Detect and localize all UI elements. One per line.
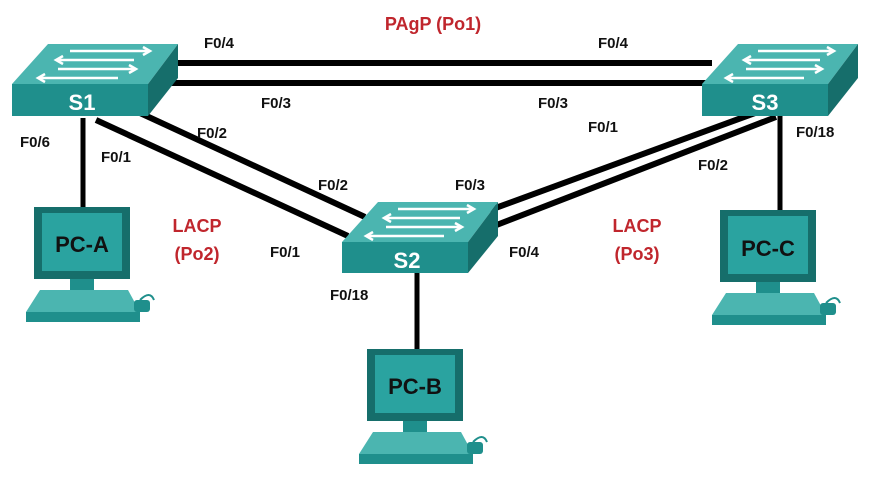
pc-c[interactable]: PC-C — [712, 210, 841, 325]
lacp-po2-label-line2: (Po2) — [175, 244, 220, 264]
pc-icon — [712, 210, 841, 325]
switch-icon — [342, 202, 498, 273]
port-label-s3-f03: F0/3 — [538, 95, 568, 112]
port-label-s2-f01: F0/1 — [270, 244, 300, 261]
link-s3-s2-f01 — [488, 110, 757, 213]
port-label-s2-f02: F0/2 — [318, 177, 348, 194]
pc-name: PC-A — [55, 232, 109, 257]
port-labels: F0/4 F0/3 F0/2 F0/1 F0/6 F0/4 F0/3 F0/1 … — [20, 35, 834, 304]
pc-a[interactable]: PC-A — [26, 207, 155, 322]
links — [80, 60, 783, 354]
switch-name: S2 — [394, 248, 421, 273]
port-label-s2-f04: F0/4 — [509, 244, 540, 261]
switch-icon — [12, 44, 178, 116]
switch-name: S3 — [752, 90, 779, 115]
switch-name: S1 — [69, 90, 96, 115]
pc-name: PC-C — [741, 236, 795, 261]
lacp-po2-label-line1: LACP — [173, 216, 222, 236]
group-labels: PAgP (Po1) LACP (Po2) LACP (Po3) — [173, 14, 662, 264]
switch-s1[interactable]: S1 — [12, 44, 178, 116]
port-label-s2-f03: F0/3 — [455, 177, 485, 194]
pc-name: PC-B — [388, 374, 442, 399]
port-label-s3-f02: F0/2 — [698, 157, 728, 174]
switch-s3[interactable]: S3 — [702, 44, 858, 116]
pc-icon — [26, 207, 155, 322]
pc-icon — [359, 349, 488, 464]
lacp-po3-label-line1: LACP — [613, 216, 662, 236]
pagp-po1-label: PAgP (Po1) — [385, 14, 481, 34]
port-label-s1-f01: F0/1 — [101, 149, 131, 166]
switch-icon — [702, 44, 858, 116]
port-label-s1-f04: F0/4 — [204, 35, 235, 52]
port-label-s2-f018: F0/18 — [330, 287, 368, 304]
link-s3-s2-f02 — [492, 114, 778, 229]
port-label-s1-f03: F0/3 — [261, 95, 291, 112]
pc-b[interactable]: PC-B — [359, 349, 488, 464]
lacp-po3-label-line2: (Po3) — [615, 244, 660, 264]
port-label-s1-f02: F0/2 — [197, 125, 227, 142]
port-label-s3-f04: F0/4 — [598, 35, 629, 52]
port-label-s3-f018: F0/18 — [796, 124, 834, 141]
switch-s2[interactable]: S2 — [342, 202, 498, 273]
link-s1-s2-f01 — [94, 117, 350, 239]
port-label-s3-f01: F0/1 — [588, 119, 618, 136]
port-label-s1-f06: F0/6 — [20, 134, 50, 151]
link-s1-s2-f02 — [138, 110, 367, 220]
